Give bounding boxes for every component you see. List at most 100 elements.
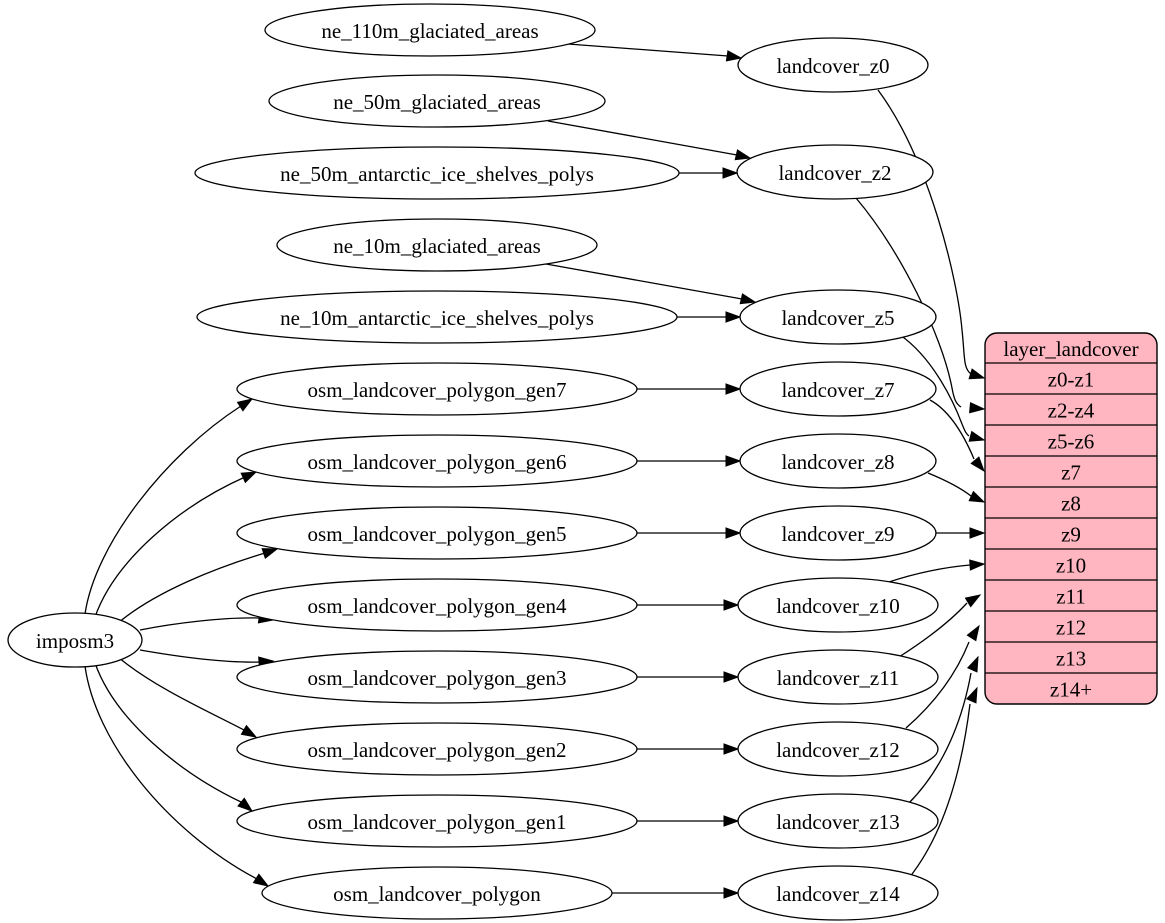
edge-ne_50m_glaciated_areas-to-landcover_z2 <box>547 120 752 161</box>
arrowhead-icon <box>965 686 978 704</box>
node-ellipse <box>7 612 143 668</box>
table-row-label: z0-z1 <box>1048 368 1095 392</box>
node-landcover_z0: landcover_z0 <box>737 37 929 93</box>
node-label: osm_landcover_polygon_gen7 <box>308 378 567 402</box>
edge-imposm3-to-osm_landcover_polygon_gen6 <box>94 471 258 618</box>
edge-imposm3-to-osm_landcover_polygon_gen5 <box>117 548 279 624</box>
arrowhead-icon <box>261 548 279 560</box>
node-landcover_z11: landcover_z11 <box>737 649 939 705</box>
edge-landcover_z9-to-layer_landcover-z9 <box>936 527 986 539</box>
node-label: ne_110m_glaciated_areas <box>321 19 538 43</box>
node-ne_10m_antarctic_ice_shelves_polys: ne_10m_antarctic_ice_shelves_polys <box>196 290 678 344</box>
edge-line <box>929 399 975 460</box>
edge-ne_10m_glaciated_areas-to-landcover_z5 <box>545 263 757 305</box>
edge-osm_landcover_polygon_gen4-to-landcover_z10 <box>637 599 740 611</box>
arrowhead-icon <box>725 311 742 323</box>
table-layer_landcover: layer_landcoverz0-z1z2-z4z5-z6z7z8z9z10z… <box>984 332 1158 705</box>
node-osm_landcover_polygon_gen2: osm_landcover_polygon_gen2 <box>236 722 638 776</box>
arrowhead-icon <box>966 655 979 673</box>
node-label: landcover_z12 <box>776 738 900 762</box>
node-imposm3: imposm3 <box>7 612 143 668</box>
table-row-z7: z7 <box>1061 461 1081 485</box>
edge-landcover_z11-to-layer_landcover-z11 <box>898 594 982 658</box>
arrowhead-icon <box>725 50 743 62</box>
arrowhead-icon <box>964 594 982 608</box>
arrowhead-icon <box>968 490 986 503</box>
node-label: ne_50m_antarctic_ice_shelves_polys <box>280 162 594 186</box>
table-row-label: z10 <box>1056 554 1086 578</box>
table-row-label: z14+ <box>1050 678 1092 702</box>
node-ellipse <box>739 505 937 561</box>
node-label: landcover_z8 <box>781 450 894 474</box>
node-ellipse <box>739 433 937 489</box>
edge-line <box>908 703 971 879</box>
edge-line <box>545 263 743 300</box>
node-label: osm_landcover_polygon_gen4 <box>308 594 567 618</box>
node-label: landcover_z5 <box>781 306 894 330</box>
edge-osm_landcover_polygon_gen6-to-landcover_z8 <box>637 455 742 467</box>
node-ellipse <box>236 722 638 776</box>
node-ellipse <box>737 721 939 777</box>
table-row-label: z7 <box>1061 461 1081 485</box>
node-landcover_z8: landcover_z8 <box>739 433 937 489</box>
arrowhead-icon <box>734 149 752 161</box>
arrowhead-icon <box>968 430 986 442</box>
edge-ne_110m_glaciated_areas-to-landcover_z0 <box>567 43 743 62</box>
table-row-z0-z1: z0-z1 <box>1048 368 1095 392</box>
arrowhead-icon <box>970 456 985 473</box>
node-ne_10m_glaciated_areas: ne_10m_glaciated_areas <box>276 218 598 272</box>
table-row-z14+: z14+ <box>1050 678 1092 702</box>
arrowhead-icon <box>969 402 986 414</box>
node-label: landcover_z2 <box>778 161 891 185</box>
arrowhead-icon <box>969 559 986 571</box>
node-osm_landcover_polygon: osm_landcover_polygon <box>261 866 613 920</box>
edge-landcover_z14-to-layer_landcover-z14+ <box>908 686 978 879</box>
arrowhead-icon <box>966 624 980 642</box>
node-ellipse <box>236 506 638 560</box>
node-landcover_z5: landcover_z5 <box>739 289 937 345</box>
node-label: osm_landcover_polygon <box>333 882 541 906</box>
node-label: landcover_z10 <box>776 594 900 618</box>
node-landcover_z7: landcover_z7 <box>739 361 937 417</box>
node-label: landcover_z0 <box>776 54 889 78</box>
node-ellipse <box>276 218 598 272</box>
edge-imposm3-to-osm_landcover_polygon_gen2 <box>117 656 258 738</box>
edge-line <box>547 120 738 156</box>
table-row-z11: z11 <box>1056 585 1086 609</box>
node-osm_landcover_polygon_gen1: osm_landcover_polygon_gen1 <box>236 794 638 848</box>
edge-line <box>94 476 246 618</box>
node-ellipse <box>737 37 929 93</box>
edge-line <box>567 43 729 57</box>
node-ellipse <box>236 650 638 704</box>
node-osm_landcover_polygon_gen3: osm_landcover_polygon_gen3 <box>236 650 638 704</box>
arrowhead-icon <box>252 873 270 887</box>
table-row-label: z13 <box>1056 647 1086 671</box>
node-label: osm_landcover_polygon_gen3 <box>308 666 567 690</box>
node-ellipse <box>264 3 596 57</box>
edge-line <box>84 665 258 880</box>
table-row-z5-z6: z5-z6 <box>1048 430 1095 454</box>
node-ellipse <box>261 866 613 920</box>
edge-landcover_z2-to-layer_landcover-z2-z4 <box>855 197 986 414</box>
edge-line <box>885 564 971 584</box>
node-label: ne_50m_glaciated_areas <box>333 90 541 114</box>
node-label: landcover_z7 <box>781 378 894 402</box>
arrowhead-icon <box>723 671 740 683</box>
table-row-label: z11 <box>1056 585 1086 609</box>
arrowhead-icon <box>739 293 757 305</box>
edge-landcover_z0-to-layer_landcover-z0-z1 <box>877 89 986 380</box>
edge-ne_50m_antarctic_ice_shelves_polys-to-landcover_z2 <box>679 167 739 179</box>
node-ellipse <box>196 290 678 344</box>
node-label: osm_landcover_polygon_gen2 <box>308 738 567 762</box>
edge-osm_landcover_polygon_gen2-to-landcover_z12 <box>637 743 740 755</box>
node-landcover_z13: landcover_z13 <box>737 793 939 849</box>
table-row-z13: z13 <box>1056 647 1086 671</box>
edge-osm_landcover_polygon_gen3-to-landcover_z11 <box>637 671 740 683</box>
edge-landcover_z7-to-layer_landcover-z7 <box>929 399 985 473</box>
table-row-label: z2-z4 <box>1048 399 1095 423</box>
node-ellipse <box>737 577 939 633</box>
node-ellipse <box>739 361 937 417</box>
node-label: osm_landcover_polygon_gen5 <box>308 522 567 546</box>
edge-landcover_z8-to-layer_landcover-z8 <box>927 472 986 503</box>
edge-osm_landcover_polygon_gen5-to-landcover_z9 <box>637 527 742 539</box>
